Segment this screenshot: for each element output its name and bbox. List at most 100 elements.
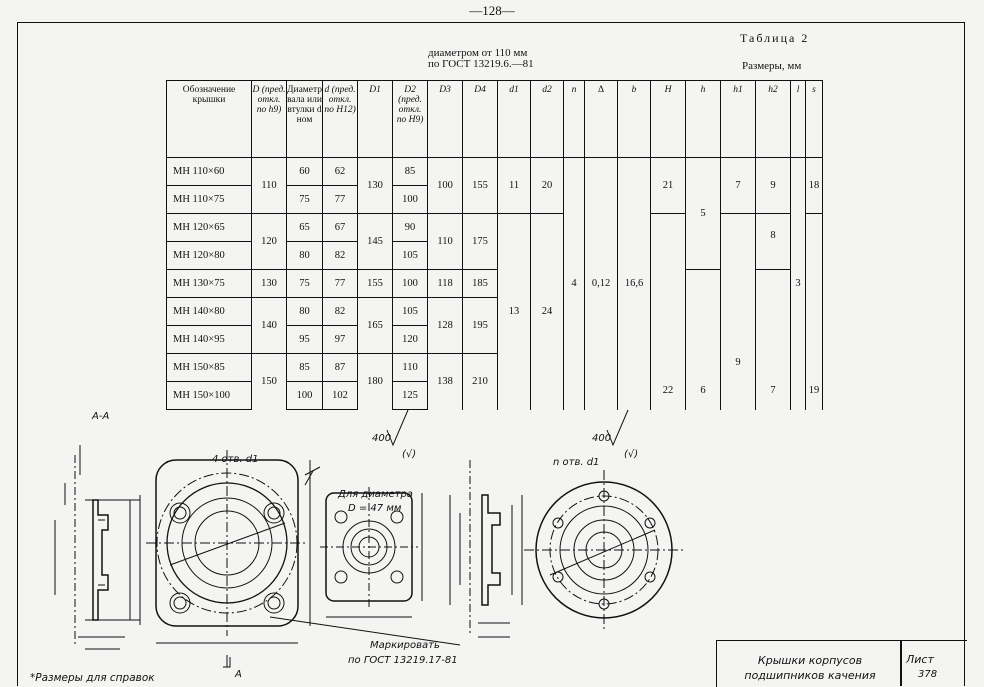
units-label: Размеры, мм (742, 60, 802, 72)
cell-D1: 165 (357, 297, 394, 354)
table-row: МН 140×80 140 80 82 165 105 128 195 (166, 297, 823, 354)
header-delta: Δ (584, 80, 619, 158)
table-row: МН 140×95 95 97 120 (166, 325, 823, 354)
cell-s: 19 (805, 213, 824, 410)
row-name: МН 140×80 (166, 297, 252, 326)
cell-D: 140 (251, 297, 287, 354)
cell-d: 82 (322, 297, 359, 326)
roughness-value-left: 400 (372, 433, 391, 444)
header-h1: h1 (720, 80, 757, 158)
header-d: d (пред. откл. по H12) (322, 80, 359, 158)
header-d1: d1 (497, 80, 532, 158)
header-D4: D4 (462, 80, 499, 158)
cell-D: 110 (251, 157, 287, 214)
cell-D1: 130 (357, 157, 394, 214)
drawing-frame (17, 22, 965, 686)
cell-shaft: 100 (285, 381, 324, 410)
table-subtitle-1: диаметром от 110 мм (428, 47, 528, 59)
cell-n: 4 (563, 157, 586, 410)
row-name: МН 110×75 (166, 185, 252, 214)
cell-shaft: 75 (285, 185, 324, 214)
table-header-row: Обозначение крышки D (пред. откл. по h9)… (166, 80, 824, 158)
header-b: b (617, 80, 652, 158)
table-row: МН 120×80 80 82 105 (166, 241, 823, 270)
cell-h2: 9 (755, 157, 792, 214)
header-n: n (563, 80, 586, 158)
row-name: МН 120×80 (166, 241, 252, 270)
cell-d2: 20 (530, 157, 565, 214)
cell-D2: 120 (392, 325, 429, 354)
roughness-symbol-right: (√) (624, 449, 638, 460)
cell-D4: 155 (462, 157, 499, 214)
cell-d: 102 (322, 381, 359, 410)
table-row: МН 150×85 150 85 87 180 110 138 210 (166, 353, 823, 410)
cell-h2: 7 (755, 269, 792, 410)
row-name: МН 110×60 (166, 157, 252, 186)
cell-delta: 0,12 (584, 157, 619, 410)
footnote: *Размеры для справок (30, 672, 155, 684)
table-row: МН 110×60 110 60 62 130 85 100 155 11 20… (166, 157, 824, 410)
header-h: h (685, 80, 722, 158)
cell-D2: 100 (392, 269, 429, 298)
sheet-label: Лист (906, 653, 934, 666)
cell-d: 87 (322, 353, 359, 382)
header-s: s (805, 80, 824, 158)
roughness-value-right: 400 (592, 433, 611, 444)
header-shaft: Диаметр вала или втулки d ном (285, 80, 324, 158)
cell-D4: 185 (462, 269, 499, 298)
cell-s: 18 (805, 157, 824, 214)
cell-shaft: 85 (285, 353, 324, 382)
cell-D3: 128 (427, 297, 464, 354)
note-diameter-2: D = 47 мм (348, 503, 402, 514)
row-name: МН 130×75 (166, 269, 252, 298)
title-line-2: подшипников качения (744, 669, 876, 682)
marking-note-1: Маркировать (370, 640, 440, 651)
cell-D: 130 (251, 269, 287, 298)
table-row: МН 150×100 100 102 125 (166, 381, 823, 410)
cell-D3: 118 (427, 269, 464, 298)
cell-D2: 110 (392, 353, 429, 382)
cell-shaft: 75 (285, 269, 324, 298)
row-name: МН 120×65 (166, 213, 252, 242)
header-D: D (пред. откл. по h9) (251, 80, 287, 158)
cell-D4: 195 (462, 297, 499, 354)
title-block (716, 640, 967, 687)
marking-note-2: по ГОСТ 13219.17-81 (348, 655, 458, 666)
page-number: —128— (469, 3, 515, 18)
section-view-right (449, 460, 523, 638)
small-cover-view (269, 487, 461, 646)
cell-h2: 8 (755, 213, 792, 270)
section-arrow-label: А (234, 669, 242, 680)
cell-D2: 85 (392, 157, 429, 186)
cell-D1: 145 (357, 213, 394, 270)
spec-table: Обозначение крышки D (пред. откл. по h9)… (166, 80, 824, 410)
roughness-icon-right (606, 409, 629, 447)
round-cover-view (524, 470, 684, 630)
section-label: А-А (91, 411, 109, 422)
sheet-number: 378 (918, 669, 938, 680)
cell-shaft: 80 (285, 241, 324, 270)
cell-d: 77 (322, 269, 359, 298)
title-block-title: Крышки корпусов подшипников качения (720, 653, 900, 683)
cell-H: 21 (650, 157, 687, 214)
cell-D2: 100 (392, 185, 429, 214)
square-cover-view (146, 450, 321, 667)
roughness-icon-left (386, 409, 409, 447)
header-designation: Обозначение крышки (166, 80, 252, 158)
title-line-1: Крышки корпусов (757, 654, 863, 667)
cell-h: 5 (685, 157, 722, 270)
cell-D2: 105 (392, 297, 429, 326)
section-mark-icon (304, 470, 314, 486)
table-row: МН 110×75 75 77 100 (166, 185, 823, 214)
row-name: МН 140×95 (166, 325, 252, 354)
header-h2: h2 (755, 80, 792, 158)
cell-D3: 138 (427, 353, 464, 410)
roughness-symbol-left: (√) (402, 449, 416, 460)
note-diameter-1: Для диаметра (337, 489, 413, 500)
cell-D: 120 (251, 213, 287, 270)
table-row: МН 120×65 120 65 67 145 90 110 175 13 24… (166, 213, 824, 410)
header-l: l (790, 80, 807, 158)
cell-D4: 210 (462, 353, 499, 410)
cell-D2: 105 (392, 241, 429, 270)
holes-label-right: n отв. d1 (553, 457, 599, 468)
